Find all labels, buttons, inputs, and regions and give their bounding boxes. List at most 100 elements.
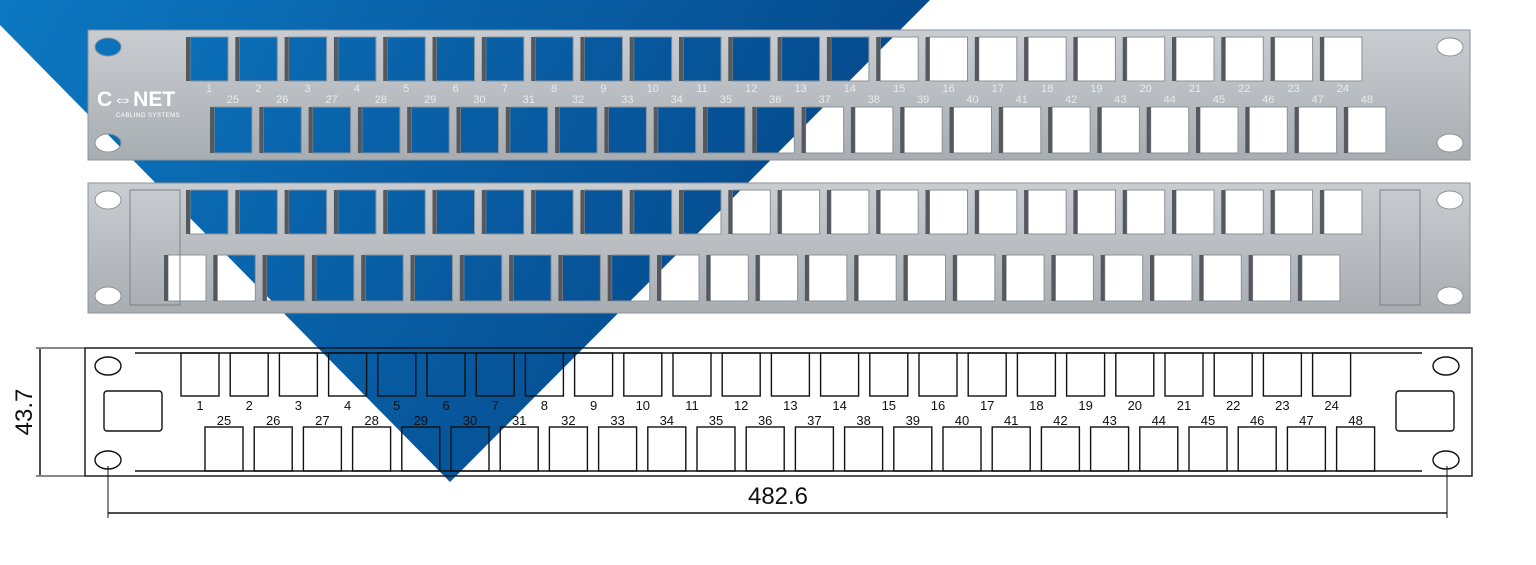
port-number-label: 34 xyxy=(671,94,683,106)
port-number-label: 14 xyxy=(832,398,846,413)
port-outline xyxy=(253,426,293,472)
keystone-latch xyxy=(580,37,585,81)
port-number-label: 41 xyxy=(1016,94,1028,106)
port-outline xyxy=(377,352,417,397)
mounting-hole xyxy=(94,450,122,470)
keystone-latch xyxy=(728,190,733,234)
keystone-latch xyxy=(1221,37,1226,81)
keystone-latch xyxy=(459,255,464,301)
keystone-latch xyxy=(607,255,612,301)
keystone-latch xyxy=(826,37,831,81)
port-number-label: 46 xyxy=(1262,94,1274,106)
port-outline xyxy=(1286,426,1327,472)
port-outline xyxy=(1237,426,1277,472)
keystone-latch xyxy=(1002,255,1007,301)
port-number-label: 28 xyxy=(364,413,378,428)
port-number-label: 36 xyxy=(758,413,772,428)
label-window xyxy=(1395,390,1455,432)
keystone-latch xyxy=(456,107,461,153)
keystone-latch xyxy=(1100,255,1105,301)
port-number-label: 3 xyxy=(295,398,302,413)
port-number-label: 37 xyxy=(807,413,821,428)
keystone-latch xyxy=(1146,107,1151,153)
keystone-latch xyxy=(308,107,313,153)
logo: C⇔NET CABLING SYSTEMS xyxy=(97,88,180,119)
keystone-latch xyxy=(186,37,190,81)
label-window xyxy=(103,390,163,432)
port-outline xyxy=(1311,352,1352,397)
keystone-latch xyxy=(407,107,412,153)
port-number-label: 6 xyxy=(442,398,449,413)
port-number-label: 7 xyxy=(492,398,499,413)
port-outline xyxy=(450,426,490,472)
port-number-label: 21 xyxy=(1177,398,1191,413)
keystone-latch xyxy=(1073,37,1078,81)
port-number-label: 25 xyxy=(217,413,231,428)
keystone-latch xyxy=(558,255,563,301)
keystone-latch xyxy=(903,255,908,301)
port-outline xyxy=(647,426,687,472)
port-outline xyxy=(524,352,565,397)
port-number-label: 31 xyxy=(512,413,526,428)
keystone-latch xyxy=(1048,107,1053,153)
port-number-label: 25 xyxy=(227,94,239,106)
keystone-latch xyxy=(1199,255,1204,301)
port-number-label: 4 xyxy=(344,398,351,413)
keystone-latch xyxy=(235,190,240,234)
mounting-hole xyxy=(1432,356,1460,376)
port-outline xyxy=(1139,426,1179,472)
keystone-latch xyxy=(949,107,954,153)
keystone-latch xyxy=(679,190,683,234)
keystone-latch xyxy=(164,255,168,301)
port-number-label: 48 xyxy=(1361,94,1373,106)
width-label: 482.6 xyxy=(748,483,808,510)
port-number-label: 29 xyxy=(414,413,428,428)
keystone-latch xyxy=(752,107,757,153)
port-outline xyxy=(426,352,466,397)
keystone-latch xyxy=(629,37,634,81)
port-number-label: 17 xyxy=(992,83,1004,95)
port-number-label: 10 xyxy=(636,398,650,413)
port-number-label: 29 xyxy=(424,94,436,106)
port-number-label: 44 xyxy=(1152,413,1166,428)
height-dimension: 43.7 xyxy=(11,347,85,477)
keystone-latch xyxy=(974,37,979,81)
port-number-label: 23 xyxy=(1275,398,1289,413)
port-number-label: 14 xyxy=(844,83,856,95)
port-number-label: 47 xyxy=(1299,413,1313,428)
port-outline xyxy=(1115,352,1155,397)
port-outline xyxy=(351,426,392,472)
keystone-latch xyxy=(1150,255,1154,301)
port-outline xyxy=(1065,352,1106,397)
port-number-label: 2 xyxy=(246,398,253,413)
port-outline xyxy=(573,352,614,397)
keystone-latch xyxy=(509,255,514,301)
port-number-label: 20 xyxy=(1128,398,1142,413)
port-number-label: 40 xyxy=(955,413,969,428)
port-outline xyxy=(745,426,785,472)
keystone-latch xyxy=(1270,190,1275,234)
port-number-label: 28 xyxy=(375,94,387,106)
port-outline xyxy=(696,426,736,472)
port-outline xyxy=(623,352,663,397)
port-outline xyxy=(672,352,712,397)
port-outline xyxy=(597,426,638,472)
port-number-label: 47 xyxy=(1311,94,1323,106)
port-outline xyxy=(475,352,515,397)
keystone-latch xyxy=(1221,190,1226,234)
logo-text: C⇔NET xyxy=(97,88,175,111)
keystone-latch xyxy=(801,107,806,153)
keystone-latch xyxy=(998,107,1003,153)
keystone-latch xyxy=(1051,255,1056,301)
keystone-latch xyxy=(706,255,711,301)
port-outline xyxy=(770,352,811,397)
keystone-latch xyxy=(777,190,782,234)
port-number-label: 23 xyxy=(1287,83,1299,95)
port-number-label: 18 xyxy=(1041,83,1053,95)
port-number-label: 13 xyxy=(783,398,797,413)
port-number-label: 45 xyxy=(1201,413,1215,428)
port-number-label: 35 xyxy=(720,94,732,106)
keystone-latch xyxy=(333,190,338,234)
keystone-latch xyxy=(804,255,809,301)
keystone-latch xyxy=(284,190,289,234)
